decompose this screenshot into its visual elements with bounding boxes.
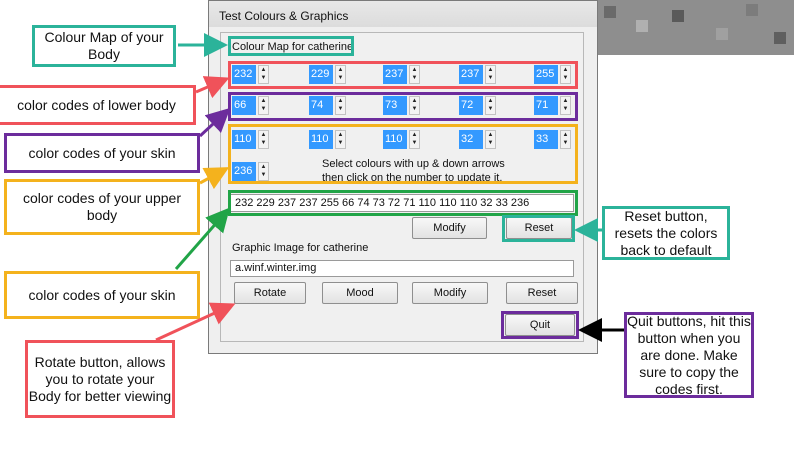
up-down-arrows-icon[interactable]: ▲▼ xyxy=(409,65,420,84)
modify-button[interactable]: Modify xyxy=(412,217,487,239)
spin-row3-1[interactable]: 110▲▼ xyxy=(232,130,270,149)
mood-button[interactable]: Mood xyxy=(322,282,398,304)
spin-row2-3[interactable]: 73▲▼ xyxy=(383,96,421,115)
instruction-line-1: Select colours with up & down arrows xyxy=(322,158,505,170)
up-down-arrows-icon[interactable]: ▲▼ xyxy=(485,65,496,84)
row1-highlight xyxy=(228,61,578,89)
spin-row2-2[interactable]: 74▲▼ xyxy=(309,96,347,115)
quit-button[interactable]: Quit xyxy=(505,314,575,336)
spin-row2-5[interactable]: 71▲▼ xyxy=(534,96,572,115)
spin-row1-2[interactable]: 229▲▼ xyxy=(309,65,347,84)
spin-value[interactable]: 66 xyxy=(232,96,256,115)
up-down-arrows-icon[interactable]: ▲▼ xyxy=(258,65,269,84)
spin-row1-3[interactable]: 237▲▼ xyxy=(383,65,421,84)
colour-map-label: Colour Map for catherine xyxy=(232,41,354,53)
window-title: Test Colours & Graphics xyxy=(209,1,597,27)
rotate-button[interactable]: Rotate xyxy=(234,282,306,304)
spin-value[interactable]: 110 xyxy=(383,130,407,149)
spin-value[interactable]: 73 xyxy=(383,96,407,115)
spin-value[interactable]: 110 xyxy=(232,130,256,149)
callout-reset: Reset button, resets the colors back to … xyxy=(602,206,730,260)
spin-row1-1[interactable]: 232▲▼ xyxy=(232,65,270,84)
callout-quit: Quit buttons, hit this button when you a… xyxy=(624,312,754,398)
spin-row4-1[interactable]: 236▲▼ xyxy=(232,162,270,181)
spin-row3-2[interactable]: 110▲▼ xyxy=(309,130,347,149)
spin-value[interactable]: 71 xyxy=(534,96,558,115)
spin-value[interactable]: 229 xyxy=(309,65,333,84)
spin-value[interactable]: 110 xyxy=(309,130,333,149)
reset-button[interactable]: Reset xyxy=(506,217,572,239)
callout-colour-map: Colour Map of your Body xyxy=(32,25,176,67)
up-down-arrows-icon[interactable]: ▲▼ xyxy=(335,96,346,115)
up-down-arrows-icon[interactable]: ▲▼ xyxy=(560,65,571,84)
reset-image-button[interactable]: Reset xyxy=(506,282,578,304)
up-down-arrows-icon[interactable]: ▲▼ xyxy=(258,96,269,115)
up-down-arrows-icon[interactable]: ▲▼ xyxy=(409,96,420,115)
callout-lower-body: color codes of lower body xyxy=(0,85,196,125)
spin-value[interactable]: 255 xyxy=(534,65,558,84)
row2-highlight xyxy=(228,92,578,121)
reset-highlight xyxy=(502,215,575,242)
spin-value[interactable]: 72 xyxy=(459,96,483,115)
spin-value[interactable]: 236 xyxy=(232,162,256,181)
codes-highlight xyxy=(228,190,578,216)
spin-row2-4[interactable]: 72▲▼ xyxy=(459,96,497,115)
spin-row3-3[interactable]: 110▲▼ xyxy=(383,130,421,149)
spin-row3-4[interactable]: 32▲▼ xyxy=(459,130,497,149)
callout-rotate: Rotate button, allows you to rotate your… xyxy=(25,340,175,418)
spin-row1-4[interactable]: 237▲▼ xyxy=(459,65,497,84)
up-down-arrows-icon[interactable]: ▲▼ xyxy=(485,96,496,115)
graphic-image-label: Graphic Image for catherine xyxy=(232,242,369,254)
up-down-arrows-icon[interactable]: ▲▼ xyxy=(335,130,346,149)
spin-value[interactable]: 237 xyxy=(383,65,407,84)
spin-row3-5[interactable]: 33▲▼ xyxy=(534,130,572,149)
modify-image-button[interactable]: Modify xyxy=(412,282,488,304)
up-down-arrows-icon[interactable]: ▲▼ xyxy=(560,96,571,115)
spin-row1-5[interactable]: 255▲▼ xyxy=(534,65,572,84)
callout-upper-body: color codes of your upper body xyxy=(4,179,200,235)
up-down-arrows-icon[interactable]: ▲▼ xyxy=(258,130,269,149)
quit-highlight xyxy=(501,311,579,339)
color-codes-field[interactable]: 232 229 237 237 255 66 74 73 72 71 110 1… xyxy=(230,194,574,212)
spin-value[interactable]: 33 xyxy=(534,130,558,149)
callout-skin: color codes of your skin xyxy=(4,133,200,173)
spin-value[interactable]: 237 xyxy=(459,65,483,84)
up-down-arrows-icon[interactable]: ▲▼ xyxy=(409,130,420,149)
spin-value[interactable]: 32 xyxy=(459,130,483,149)
spin-value[interactable]: 74 xyxy=(309,96,333,115)
up-down-arrows-icon[interactable]: ▲▼ xyxy=(560,130,571,149)
background-pattern xyxy=(596,0,794,55)
up-down-arrows-icon[interactable]: ▲▼ xyxy=(485,130,496,149)
colour-map-highlight xyxy=(228,36,354,56)
spin-row2-1[interactable]: 66▲▼ xyxy=(232,96,270,115)
callout-skin-2: color codes of your skin xyxy=(4,271,200,319)
row3-highlight xyxy=(228,124,578,184)
up-down-arrows-icon[interactable]: ▲▼ xyxy=(335,65,346,84)
spin-value[interactable]: 232 xyxy=(232,65,256,84)
up-down-arrows-icon[interactable]: ▲▼ xyxy=(258,162,269,181)
image-file-field[interactable]: a.winf.winter.img xyxy=(230,260,574,277)
